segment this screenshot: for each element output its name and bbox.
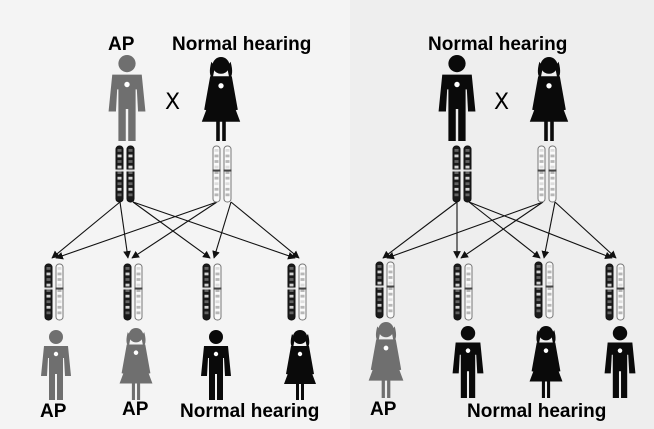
right-children-normal-label: Normal hearing — [467, 401, 607, 422]
right-arrow-f4 — [468, 201, 613, 260]
right-child2-chromosomes-b — [464, 263, 473, 321]
right-arrow-m4 — [554, 201, 617, 259]
right-child4-normal-figure — [604, 326, 636, 398]
right-father-chromosomes-a — [452, 145, 461, 203]
left-child2-chromosomes-b — [134, 263, 143, 321]
left-mother-chromosomes-b — [223, 145, 232, 203]
left-children-normal-label: Normal hearing — [180, 401, 320, 422]
left-mother-normal-label: Normal hearing — [172, 34, 312, 55]
right-child4-chromosomes-a — [605, 263, 614, 321]
left-arrow-m4 — [230, 201, 300, 259]
left-father-affected-figure — [108, 55, 146, 141]
right-child3-chromosomes-a — [534, 261, 543, 319]
left-mother-normal-figure — [201, 57, 241, 141]
right-mother-chromosomes-b — [548, 145, 557, 203]
left-child2-affected-figure — [119, 328, 153, 400]
right-arrow-m3 — [541, 201, 556, 259]
left-child1-affected-figure — [41, 330, 71, 400]
right-arrow-m2 — [460, 201, 544, 259]
left-child1-chromosomes-b — [55, 263, 64, 321]
left-child4-chromosomes-a — [287, 263, 296, 321]
left-arrow-f3 — [132, 201, 211, 259]
right-child1-chromosomes-a — [375, 261, 384, 319]
inheritance-arrows — [51, 201, 617, 260]
right-arrow-f1 — [382, 201, 458, 259]
left-father-ap-label: AP — [108, 34, 135, 55]
left-arrow-f1 — [51, 201, 121, 259]
right-arrow-f3 — [468, 201, 541, 259]
left-child3-chromosomes-b — [213, 263, 222, 321]
right-child2-chromosomes-a — [453, 263, 462, 321]
left-arrow-m1 — [55, 201, 218, 260]
left-arrow-m2 — [131, 201, 218, 259]
left-father-chromosomes-a — [115, 145, 124, 203]
right-cross-symbol: X — [494, 90, 510, 115]
right-child3-chromosomes-b — [545, 261, 554, 319]
right-arrow-m1 — [386, 201, 544, 260]
left-child2-chromosomes-a — [123, 263, 132, 321]
left-father-chromosomes-b — [126, 145, 135, 203]
left-mother-chromosomes-a — [212, 145, 221, 203]
left-child3-chromosomes-a — [202, 263, 211, 321]
right-father-chromosomes-b — [463, 145, 472, 203]
left-arrow-f2 — [119, 201, 131, 259]
chromosome-pairs — [44, 145, 625, 321]
right-child1-chromosomes-b — [386, 261, 395, 319]
person-figures — [41, 55, 636, 400]
right-child1-ap-label: AP — [370, 399, 397, 420]
left-arrow-m3 — [212, 201, 232, 259]
right-child2-normal-figure — [452, 326, 484, 398]
left-child3-normal-figure — [201, 330, 231, 400]
left-child1-chromosomes-a — [44, 263, 53, 321]
right-mother-chromosomes-a — [537, 145, 546, 203]
right-child3-normal-figure — [529, 326, 563, 398]
left-cross-symbol: X — [165, 90, 181, 115]
left-child4-normal-figure — [284, 330, 316, 400]
right-child1-affected-figure — [368, 322, 404, 398]
left-child1-ap-label: AP — [40, 401, 67, 422]
right-child4-chromosomes-b — [616, 263, 625, 321]
right-parents-normal-label: Normal hearing — [428, 34, 568, 55]
left-child4-chromosomes-b — [298, 263, 307, 321]
right-mother-normal-figure — [529, 57, 569, 141]
left-child2-ap-label: AP — [122, 399, 149, 420]
left-arrow-f4 — [132, 201, 296, 260]
right-father-normal-figure — [438, 55, 476, 141]
